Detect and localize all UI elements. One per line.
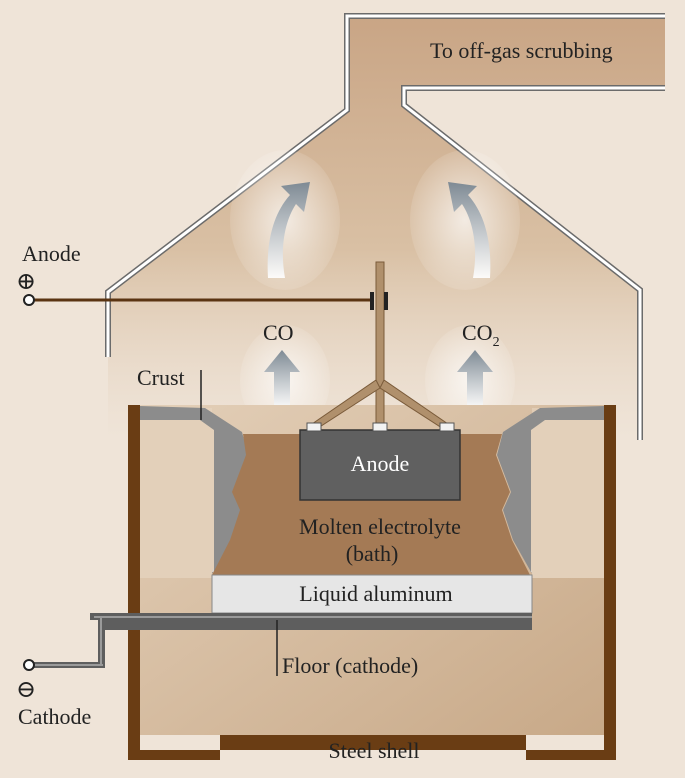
anode-block <box>299 429 461 501</box>
cathode-collector-bar <box>34 613 532 668</box>
anode-block-label: Anode <box>351 451 410 476</box>
co2-label: CO2 <box>462 320 500 350</box>
cathode-terminal-label: Cathode <box>18 704 91 729</box>
liquid-aluminum-label: Liquid aluminum <box>299 581 452 606</box>
liquid-aluminum <box>211 574 533 614</box>
crust-label: Crust <box>137 365 185 390</box>
gas-hood <box>105 13 665 440</box>
co-arrow <box>264 350 300 410</box>
gas-flow-arrow-upper-left <box>267 182 310 278</box>
anode-clamps <box>306 422 455 432</box>
cathode-terminal-icon <box>23 659 35 671</box>
offgas-label: To off-gas scrubbing <box>430 38 613 63</box>
plus-symbol: ⊕ <box>16 269 36 295</box>
electrolyte-label-line2: (bath) <box>346 541 399 566</box>
anode-rod <box>311 261 449 429</box>
gas-flow-arrow-upper-right <box>448 182 491 278</box>
anode-terminal-icon <box>23 294 35 306</box>
floor-label: Floor (cathode) <box>282 653 418 678</box>
electrolyte-label-line1: Molten electrolyte <box>299 514 461 539</box>
minus-symbol: ⊖ <box>16 677 36 703</box>
co2-arrow <box>457 350 493 410</box>
co-label: CO <box>263 320 294 345</box>
anode-terminal-label: Anode <box>22 241 81 266</box>
steel-shell-label: Steel shell <box>328 738 419 763</box>
